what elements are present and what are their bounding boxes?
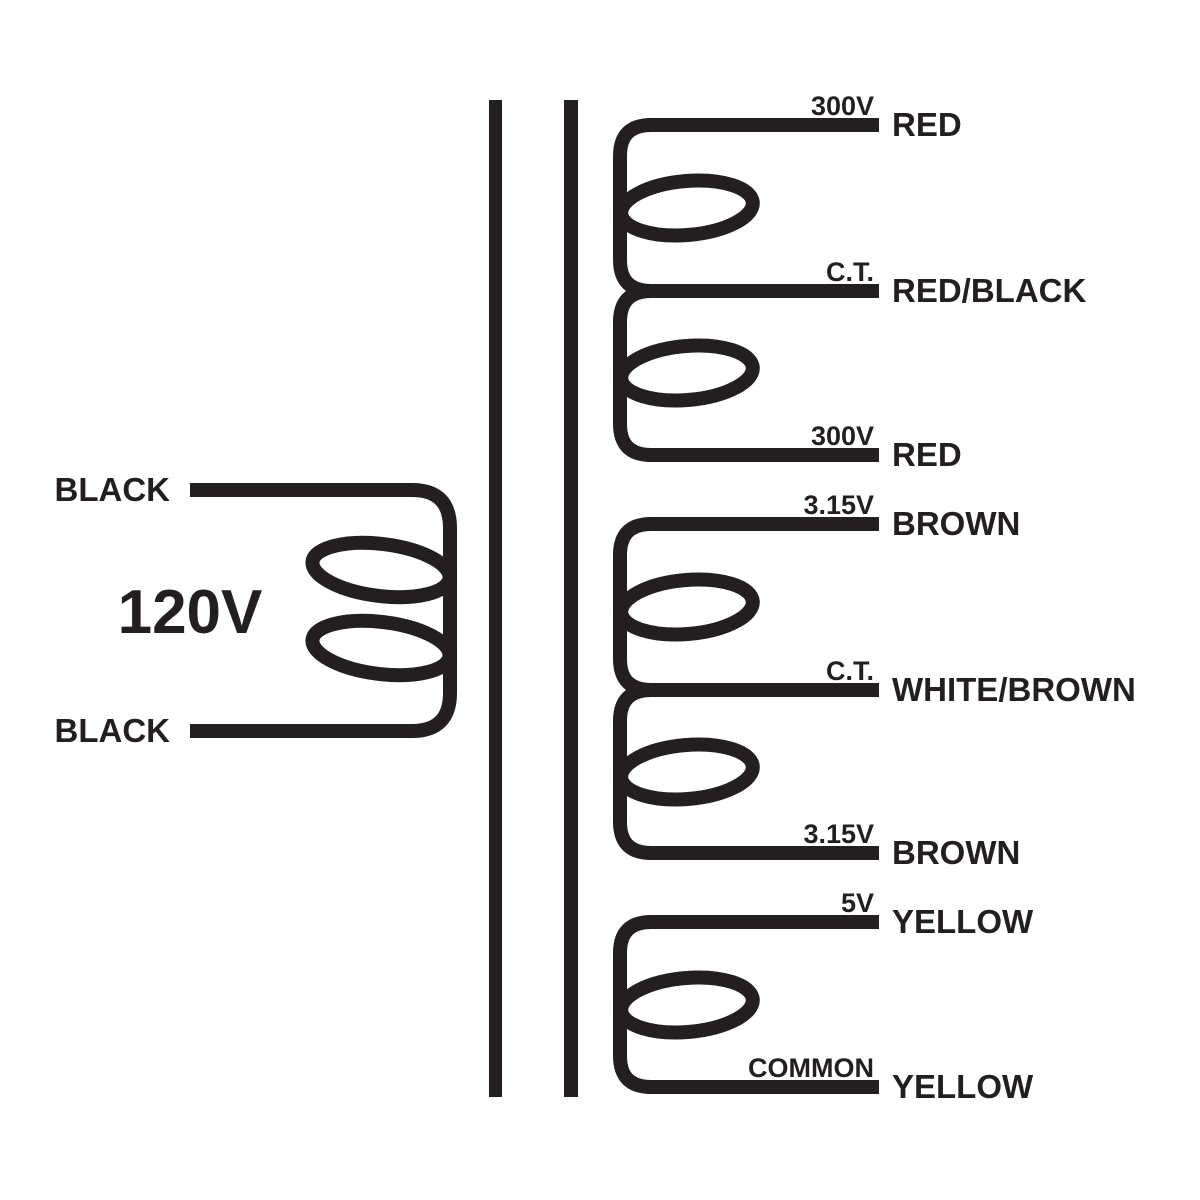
tap-label-300v-bottom: 300V [810,421,874,451]
tap-label-315v-bottom: 3.15V [803,819,874,849]
tap-label-315v-top: 3.15V [803,490,874,520]
tap-label-ct-hv: C.T. [825,257,874,287]
tap-label-300v-top: 300V [810,91,874,121]
primary-voltage-label: 120V [117,578,263,647]
wire-label-yellow-top: YELLOW [892,903,1034,940]
tap-label-ct-filament: C.T. [825,656,874,686]
primary-coil-loop [305,613,457,683]
secondary2-coil-loop [614,572,760,642]
secondary1-coil-loop [614,338,760,408]
tap-label-common: COMMON [748,1053,874,1083]
wire-label-brown-bottom: BROWN [892,834,1021,871]
wire-label-red-top: RED [892,106,962,143]
primary-top-lead-label: BLACK [54,471,170,508]
primary-bottom-lead-label: BLACK [54,712,170,749]
secondary3-coil-loop [614,970,760,1040]
wire-label-white-brown: WHITE/BROWN [892,671,1136,708]
wire-label-red-black: RED/BLACK [892,272,1087,309]
wire-label-yellow-bottom: YELLOW [892,1068,1034,1105]
wire-label-brown-top: BROWN [892,505,1021,542]
primary-coil-spine [190,483,457,738]
secondary1-coil-loop [614,173,760,243]
primary-coil-loop [305,535,457,605]
wire-label-red-bottom: RED [892,436,962,473]
tap-label-5v: 5V [840,888,874,918]
secondary2-coil-loop [614,737,760,807]
